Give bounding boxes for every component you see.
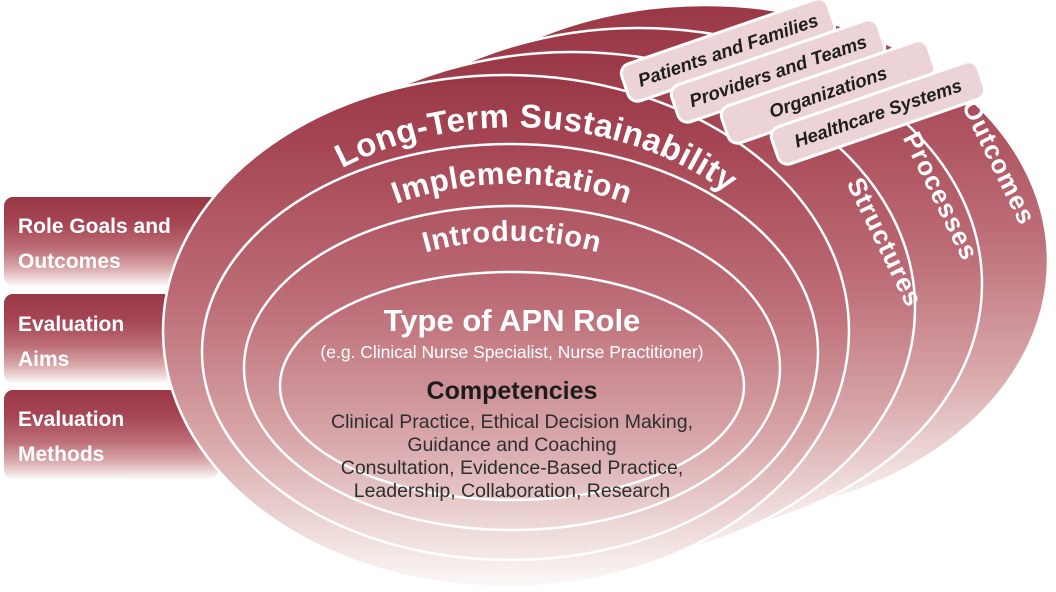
competencies-line: Guidance and Coaching <box>407 434 616 456</box>
core-title: Type of APN Role <box>384 303 641 338</box>
left-label-line: Evaluation <box>18 408 124 431</box>
competencies-line: Clinical Practice, Ethical Decision Maki… <box>331 411 693 433</box>
ring-boundaries <box>200 142 820 562</box>
left-label-box <box>4 390 218 479</box>
left-label-line: Aims <box>18 348 69 371</box>
left-label-box <box>4 197 218 286</box>
left-label-evaluation-methods: Evaluation Methods <box>4 390 218 479</box>
ring-boundary-introduction <box>278 270 746 502</box>
competencies-line: Leadership, Collaboration, Research <box>354 480 671 502</box>
left-label-line: Evaluation <box>18 313 124 336</box>
core-content: Type of APN Role (e.g. Clinical Nurse Sp… <box>320 303 703 502</box>
core-subtitle: (e.g. Clinical Nurse Specialist, Nurse P… <box>320 342 703 362</box>
left-label-line: Outcomes <box>18 250 121 273</box>
left-label-line: Role Goals and <box>18 215 171 238</box>
ring-boundary-implementation <box>242 204 782 532</box>
pill-background <box>769 60 987 166</box>
competencies-heading: Competencies <box>427 377 598 405</box>
left-labels: Role Goals and Outcomes Evaluation Aims … <box>4 197 218 479</box>
left-label-role-goals-and-outcomes: Role Goals and Outcomes <box>4 197 218 286</box>
competencies-line: Consultation, Evidence-Based Practice, <box>341 457 684 479</box>
left-label-line: Methods <box>18 443 104 466</box>
ring-boundary-sustainability <box>200 142 820 562</box>
